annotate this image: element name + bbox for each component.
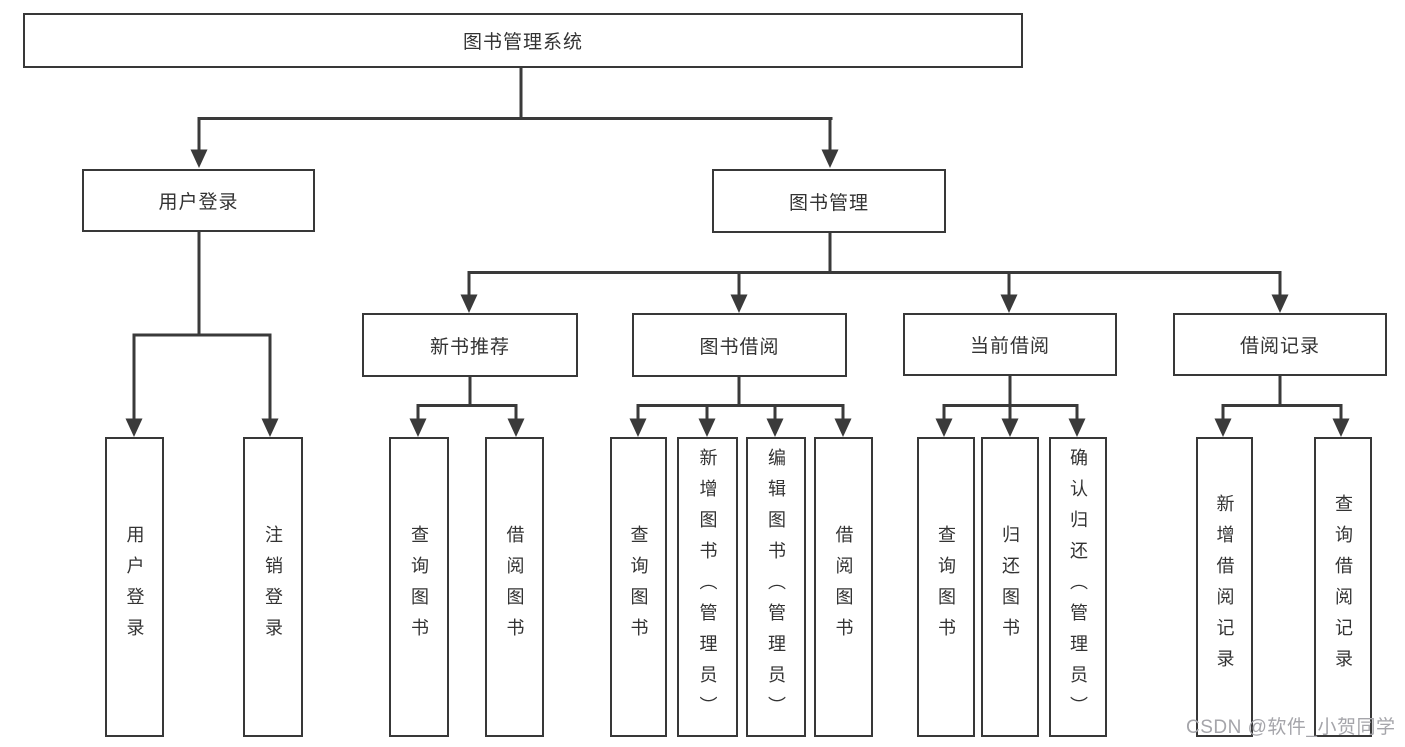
node-label: 查询借阅记录 [1333,494,1353,680]
node-leaf-borrow-book-recommend: 借阅图书 [485,437,544,737]
node-leaf-user-login: 用户登录 [105,437,164,737]
node-borrow-records: 借阅记录 [1173,313,1387,376]
node-leaf-confirm-return-admin: 确认归还（管理员） [1049,437,1107,737]
node-label: 当前借阅 [969,336,1050,357]
node-label: 借阅图书 [504,525,525,649]
node-label: 图书管理系统 [462,32,583,53]
node-label: 借阅记录 [1239,336,1320,357]
node-leaf-borrow-book-borrow: 借阅图书 [814,437,873,737]
node-label: 用户登录 [158,192,239,213]
node-leaf-logout: 注销登录 [243,437,303,737]
node-leaf-return-book: 归还图书 [981,437,1039,737]
node-label: 用户登录 [124,525,145,649]
node-label: 新增图书（管理员） [697,447,718,727]
node-book-management: 图书管理 [712,169,946,233]
node-user-login: 用户登录 [82,169,315,232]
node-root: 图书管理系统 [23,13,1023,68]
node-label: 确认归还（管理员） [1068,447,1088,727]
node-leaf-add-book-admin: 新增图书（管理员） [677,437,738,737]
node-label: 查询图书 [409,525,429,649]
node-leaf-query-book-current: 查询图书 [917,437,975,737]
node-label: 编辑图书（管理员） [766,447,786,727]
node-label: 借阅图书 [833,525,854,649]
node-label: 注销登录 [263,525,283,649]
node-label: 查询图书 [936,525,956,649]
node-leaf-query-book-borrow: 查询图书 [610,437,667,737]
node-label: 新增借阅记录 [1214,494,1235,680]
node-current-borrow: 当前借阅 [903,313,1117,376]
node-label: 归还图书 [1000,525,1020,649]
node-label: 图书借阅 [699,336,780,358]
node-leaf-edit-book-admin: 编辑图书（管理员） [746,437,806,737]
node-leaf-add-borrow-record: 新增借阅记录 [1196,437,1253,737]
csdn-watermark: CSDN @软件_小贺同学 [1186,717,1396,738]
node-label: 图书管理 [788,192,869,214]
node-label: 查询图书 [628,525,649,649]
node-book-borrow: 图书借阅 [632,313,847,377]
node-new-book-recommend: 新书推荐 [362,313,578,377]
node-leaf-query-borrow-record: 查询借阅记录 [1314,437,1372,737]
node-leaf-query-book-recommend: 查询图书 [389,437,449,737]
node-label: 新书推荐 [429,336,510,358]
